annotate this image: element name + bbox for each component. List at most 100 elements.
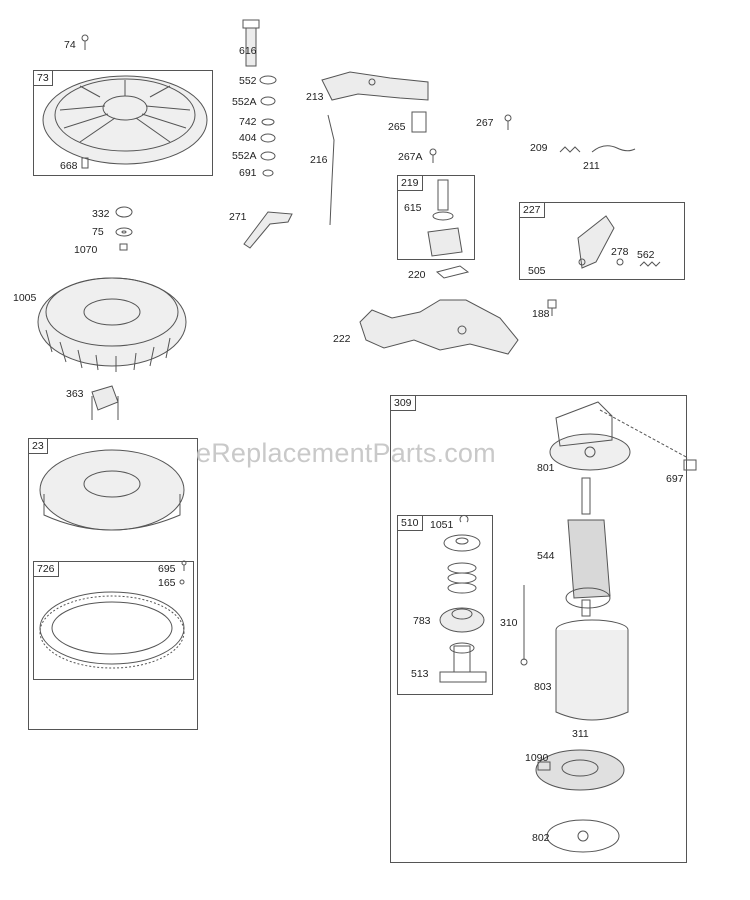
link-rod-216-icon <box>327 114 335 226</box>
nut-332-icon <box>115 206 133 218</box>
spring-211-icon <box>591 145 636 153</box>
pinion-783-icon <box>439 607 485 633</box>
part-label-216: 216 <box>310 154 328 166</box>
end-plate-802-icon <box>546 819 620 853</box>
part-label-552a-2: 552A <box>232 150 257 162</box>
ring-gear-726-icon <box>39 591 185 669</box>
through-bolt-310-icon <box>520 585 528 666</box>
bolt-188-icon <box>547 299 557 316</box>
group-510-box <box>397 515 493 695</box>
lever-271-icon <box>243 211 293 249</box>
watermark: eReplacementParts.com <box>196 438 496 468</box>
part-label-278: 278 <box>611 246 629 258</box>
part-label-505: 505 <box>528 265 546 277</box>
part-label-75: 75 <box>92 226 104 238</box>
part-label-742: 742 <box>239 116 257 128</box>
bracket-222-icon <box>359 299 519 355</box>
group-73-box <box>33 70 213 176</box>
part-label-209: 209 <box>530 142 548 154</box>
part-label-188: 188 <box>532 308 550 320</box>
part-label-332: 332 <box>92 208 110 220</box>
blower-screen-73-icon <box>42 75 208 165</box>
part-label-213: 213 <box>306 91 324 103</box>
starter-housing-803-icon <box>555 619 629 721</box>
group-309-tag: 309 <box>390 395 416 411</box>
part-label-783: 783 <box>413 615 431 627</box>
throttle-plate-227-icon <box>577 215 615 269</box>
group-309-box <box>390 395 687 863</box>
part-label-668: 668 <box>60 160 78 172</box>
group-510-tag: 510 <box>397 515 423 531</box>
washer-552-icon <box>259 75 277 85</box>
washer-691-icon <box>262 169 274 177</box>
spring-562-icon <box>639 261 661 267</box>
group-219-box <box>397 175 475 260</box>
part-label-363: 363 <box>66 388 84 400</box>
bolt-697-icon <box>599 409 697 471</box>
washer-742-icon <box>261 118 275 126</box>
part-label-1070: 1070 <box>74 244 98 256</box>
part-label-265: 265 <box>388 121 406 133</box>
end-cap-801-icon <box>549 401 631 471</box>
part-label-562: 562 <box>637 249 655 261</box>
part-label-211: 211 <box>583 160 600 172</box>
part-label-311: 311 <box>572 728 589 740</box>
group-227-box <box>519 202 685 280</box>
part-label-1051: 1051 <box>430 519 454 531</box>
washer-75-icon <box>115 227 133 237</box>
part-label-615: 615 <box>404 202 422 214</box>
group-23-tag: 23 <box>28 438 48 454</box>
group-726-box <box>33 561 194 680</box>
part-label-552: 552 <box>239 75 257 87</box>
group-219-tag: 219 <box>397 175 423 191</box>
flywheel-23-icon <box>39 449 185 531</box>
part-label-1005: 1005 <box>13 292 37 304</box>
part-label-616: 616 <box>239 45 257 57</box>
part-label-222: 222 <box>333 333 351 345</box>
part-label-691: 691 <box>239 167 257 179</box>
flywheel-1005-icon <box>37 277 187 372</box>
part-label-267: 267 <box>476 117 494 129</box>
bracket-220-icon <box>435 265 470 279</box>
washer-552a-icon <box>260 96 276 106</box>
key-1070-icon <box>119 243 128 251</box>
washer-552a-2-icon <box>260 151 276 161</box>
group-726-tag: 726 <box>33 561 59 577</box>
part-label-697: 697 <box>666 473 684 485</box>
spring-stack-icon <box>447 562 477 594</box>
part-label-552a-1: 552A <box>232 96 257 108</box>
brush-1090-icon <box>537 761 551 771</box>
screw-267a-icon <box>429 148 437 163</box>
control-bracket-213-icon <box>321 71 429 101</box>
drive-513-icon <box>439 642 487 683</box>
washer-165-icon <box>179 579 185 585</box>
screw-267-icon <box>504 114 512 130</box>
part-label-165: 165 <box>158 577 176 589</box>
part-label-310: 310 <box>500 617 518 629</box>
part-label-801: 801 <box>537 462 555 474</box>
part-label-513: 513 <box>411 668 429 680</box>
part-label-695: 695 <box>158 563 176 575</box>
brush-holder-311-icon <box>535 749 625 791</box>
part-label-271: 271 <box>229 211 247 223</box>
group-227-tag: 227 <box>519 202 545 218</box>
group-73-tag: 73 <box>33 70 53 86</box>
armature-363-icon <box>91 385 119 420</box>
shaft-616-icon <box>242 19 260 67</box>
drive-cap-icon <box>443 534 481 552</box>
spring-209-icon <box>559 146 581 153</box>
part-label-404: 404 <box>239 132 257 144</box>
group-23-box <box>28 438 198 730</box>
part-label-803: 803 <box>534 681 552 693</box>
spring-265-icon <box>411 111 427 133</box>
fastener-668-icon <box>81 157 89 169</box>
armature-544-icon <box>565 477 611 617</box>
part-278-icon <box>616 258 624 266</box>
part-label-544: 544 <box>537 550 555 562</box>
screw-74-icon <box>81 34 89 50</box>
part-label-1090: 1090 <box>525 752 549 764</box>
solenoid-615-icon <box>427 179 463 257</box>
part-label-74: 74 <box>64 39 76 51</box>
